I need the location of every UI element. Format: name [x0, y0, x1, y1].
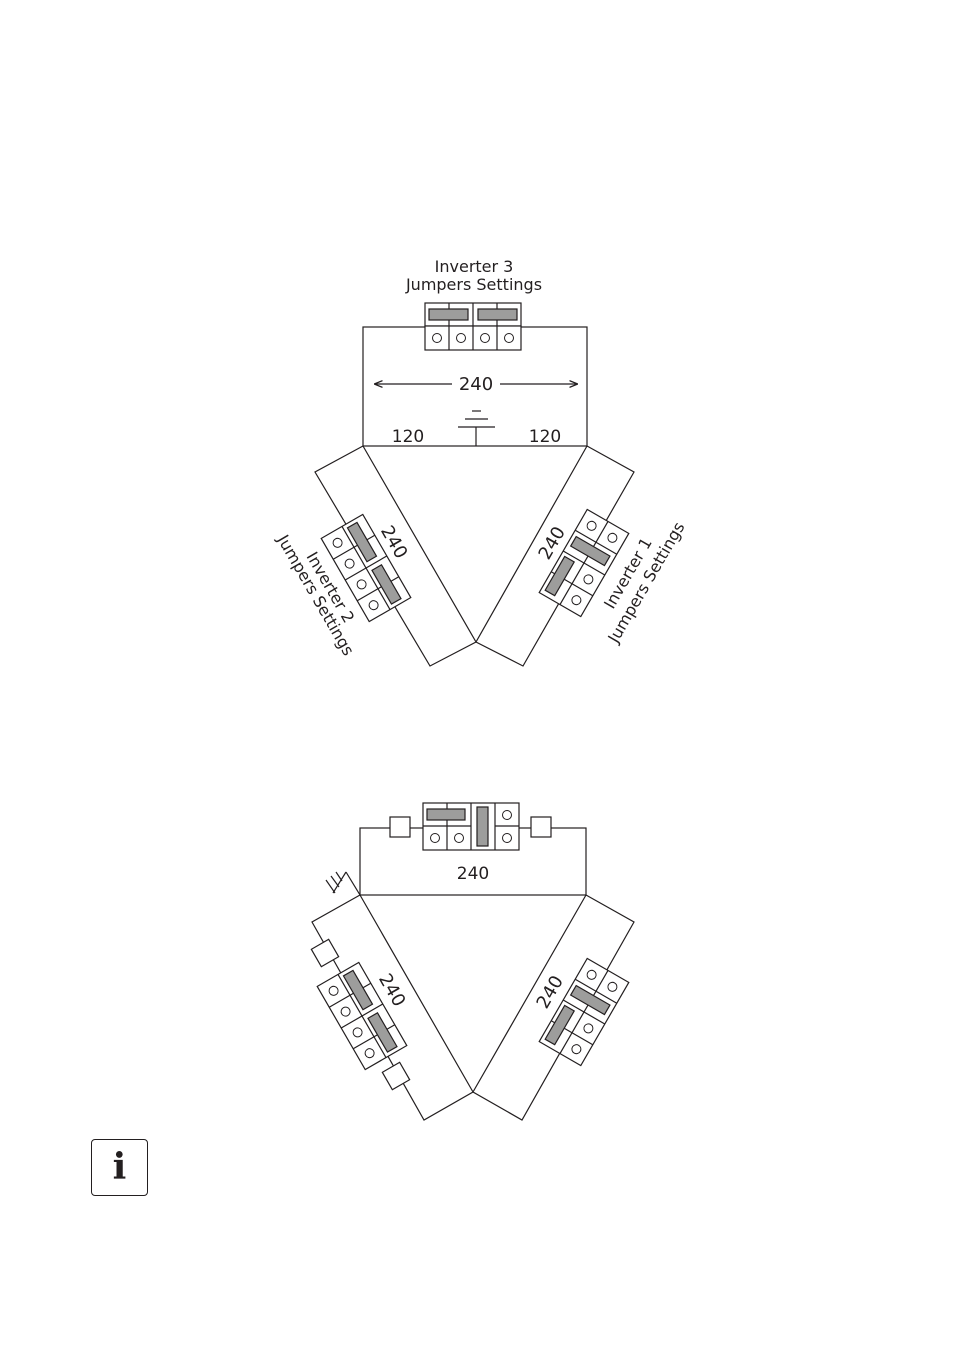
inverter1-jumper-block — [538, 508, 630, 618]
terminal-square — [530, 816, 552, 838]
bottom-inverter2-jumper-block — [316, 961, 408, 1071]
split-voltage-right: 120 — [529, 427, 561, 447]
ground-icon — [458, 410, 495, 446]
bottom-inverter1-jumper-block — [538, 957, 630, 1067]
inverter3-jumper-b — [477, 308, 518, 321]
inverter3-jumper-a — [428, 308, 469, 321]
info-icon: i — [91, 1139, 148, 1196]
bottom-inverter1-bar — [472, 894, 635, 1121]
inverter3-jumper-block — [424, 302, 522, 351]
bottom-inverter3-jumper-block — [422, 802, 520, 851]
top-voltage-240: 240 — [459, 374, 493, 395]
inverter1-bar — [475, 445, 635, 667]
split-voltage-left: 120 — [392, 427, 424, 447]
terminal-square — [381, 1061, 411, 1091]
bottom-inverter2-bar — [311, 894, 474, 1121]
terminal-square — [310, 938, 340, 968]
inverter3-label-line2: Jumpers Settings — [405, 275, 542, 294]
bottom-delta-diagram: 240 240 — [310, 802, 635, 1121]
terminal-square — [389, 816, 411, 838]
inverter2-bar — [314, 445, 477, 667]
inverter2-jumper-block — [320, 513, 412, 623]
top-delta-diagram: Inverter 3 Jumpers Settings 240 — [273, 257, 689, 667]
inverter3-label-line1: Inverter 3 — [435, 257, 514, 276]
info-icon-glyph: i — [112, 1146, 127, 1188]
chassis-ground-icon — [325, 871, 361, 896]
bottom-top-voltage-240: 240 — [457, 864, 489, 884]
